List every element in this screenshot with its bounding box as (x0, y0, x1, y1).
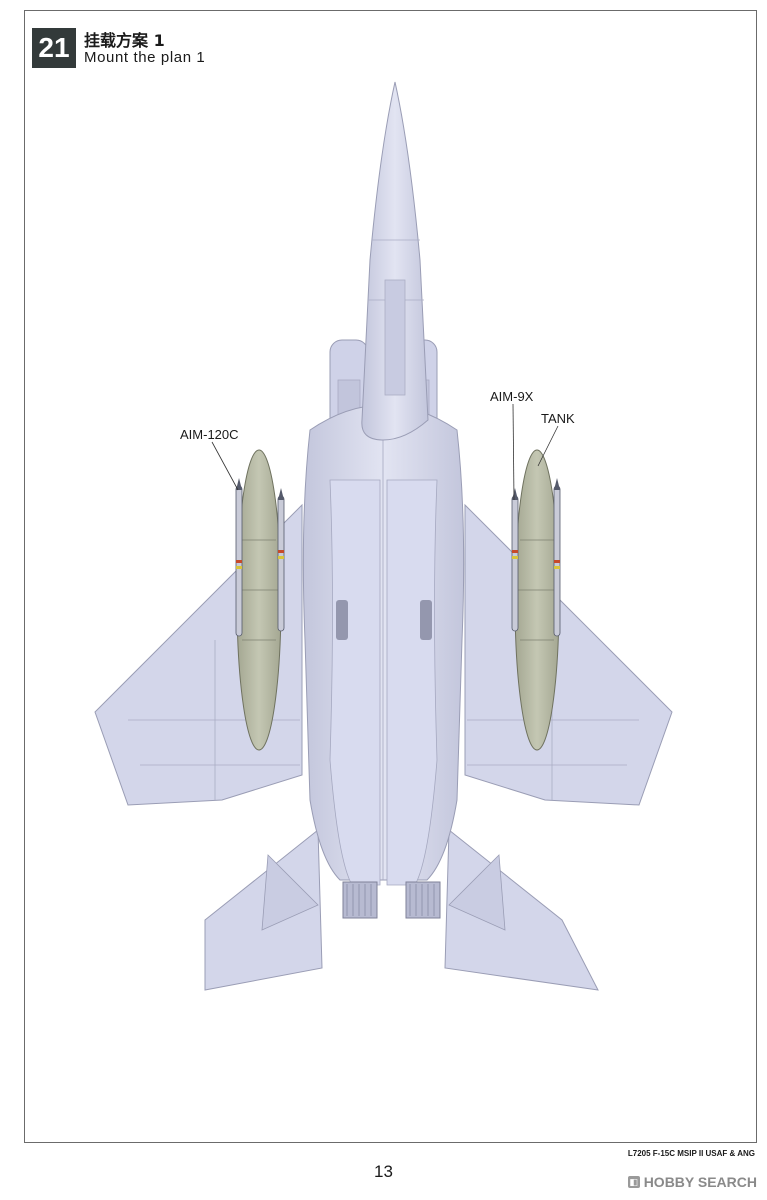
nose (361, 81, 429, 441)
callout-aim120c: AIM-120C (180, 427, 239, 442)
right-aim120c-missile (553, 478, 561, 637)
right-fuel-tank (514, 449, 560, 751)
aim120c-leader-line (211, 441, 239, 491)
left-aim9x-missile (277, 488, 285, 632)
step-title-english: Mount the plan 1 (84, 49, 206, 66)
right-wing (464, 503, 673, 806)
right-nozzle (405, 881, 441, 919)
page-frame (24, 10, 757, 1143)
callout-tank: TANK (541, 411, 575, 426)
left-fuel-tank (236, 449, 282, 751)
right-aim9x-missile (511, 488, 519, 632)
fuselage (302, 404, 465, 881)
step-number-badge: 21 (32, 28, 76, 68)
tank-leader-line (537, 425, 559, 467)
hobby-search-logo-icon: ◧ (627, 1176, 640, 1188)
left-aim120c-missile (235, 478, 243, 637)
step-title-chinese: 挂载方案 1 (84, 31, 165, 50)
aim9x-leader-line (512, 403, 515, 501)
callout-aim9x: AIM-9X (490, 389, 534, 404)
right-stabilizer (444, 828, 599, 991)
left-nozzle (342, 881, 378, 919)
model-code: L7205 F-15C MSIP II USAF & ANG (627, 1149, 755, 1158)
page-number: 13 (374, 1162, 393, 1181)
step-number: 21 (38, 32, 70, 63)
watermark: ◧ HOBBY SEARCH (627, 1174, 757, 1190)
watermark-text: HOBBY SEARCH (643, 1174, 757, 1190)
